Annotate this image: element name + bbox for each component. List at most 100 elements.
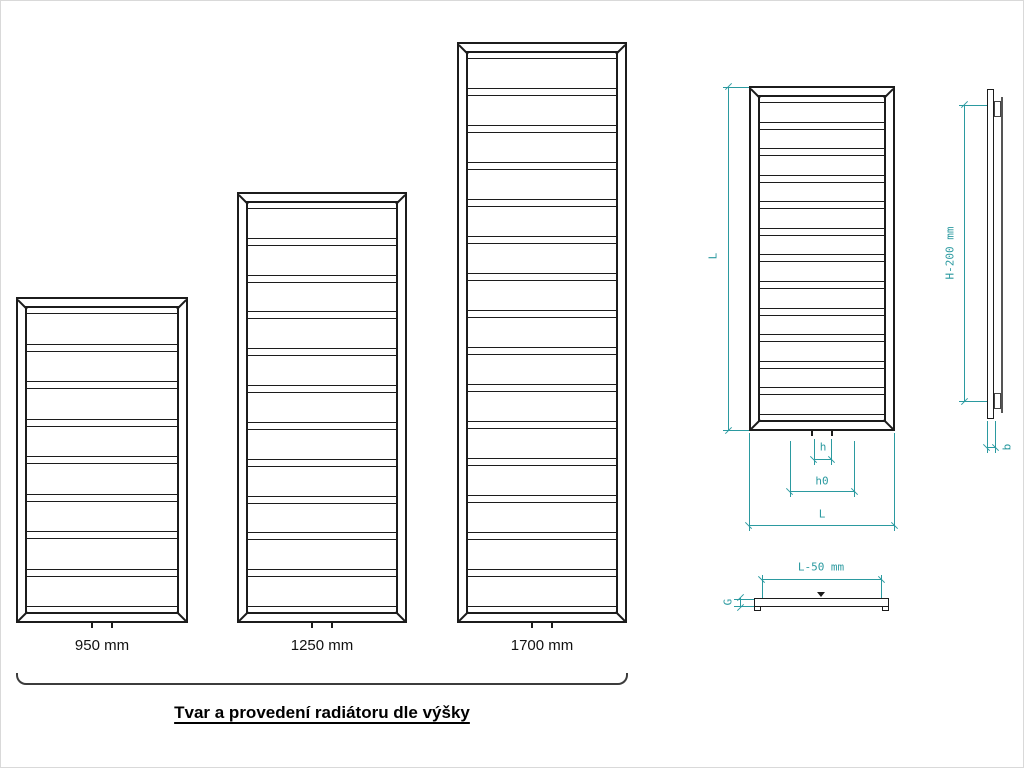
dimension-line-h [814,459,831,460]
radiator-slat [27,538,177,570]
radiator-slat [248,502,396,534]
top-view-center-mark [817,592,825,597]
radiator-inner-frame [246,201,398,614]
radiator-front-950 [16,297,188,628]
radiator-slat [468,354,616,385]
dimension-label-L50: L-50 mm [797,560,845,574]
radiator-slat [760,208,884,229]
corner-miter-line [176,610,187,621]
connection-stub [551,621,553,628]
radiator-slat [248,355,396,387]
radiator-slat [760,102,884,123]
corner-miter-line [615,44,626,55]
corner-miter-line [17,610,28,621]
extension-line [881,575,882,598]
radiator-front-dimension-view [749,86,895,436]
corner-miter-line [395,194,406,205]
dimension-label-h0: h0 [815,474,829,488]
radiator-slat [468,391,616,422]
radiator-slat [760,261,884,283]
dimension-line-height-L [728,87,729,430]
dimension-label-h: h [819,440,827,454]
top-view-end-cap-left [754,606,761,611]
diagram-title: Tvar a provedení radiátoru dle výšky [174,703,470,722]
connection-stub [91,621,93,628]
extension-line [959,105,987,106]
radiator-slat [248,465,396,497]
radiator-size-label-950: 950 mm [74,637,130,654]
radiator-slat [468,539,616,570]
radiator-slat [27,500,177,532]
corner-miter-line [458,610,469,621]
radiator-slat [248,539,396,571]
radiator-slat [760,314,884,336]
extension-line [995,421,996,453]
radiator-slat [248,208,396,239]
radiator-slat [760,341,884,362]
radiator-slat [760,181,884,203]
radiator-slat [760,234,884,256]
extension-line [790,441,791,497]
radiator-slat [27,575,177,607]
corner-miter-line [883,418,894,429]
dimension-label-H200: H-200 mm [943,226,957,280]
radiator-slat [248,392,396,423]
radiator-slat [468,243,616,274]
extension-line [762,575,763,598]
extension-line [734,606,754,607]
extension-line [831,439,832,465]
dimension-line-L50 [762,579,881,580]
radiator-slat [468,280,616,311]
connection-stub [831,429,833,436]
side-view-wall-rail [1001,97,1003,413]
dimension-label-height-L: L [706,252,720,260]
dimension-line-h0 [790,491,854,492]
radiator-slat [760,394,884,415]
radiator-slat [468,317,616,348]
radiator-slat [248,576,396,607]
side-view-bracket-bottom [994,393,1001,409]
dimension-line-width-L [749,525,894,526]
corner-miter-line [395,610,406,621]
extension-line [723,87,749,88]
side-view-panel [987,89,994,419]
dimension-label-b: b [1000,443,1014,451]
radiator-slat [468,206,616,237]
radiator-slat [760,155,884,176]
radiator-slat [468,95,616,126]
extension-line [734,599,754,600]
radiator-slat [468,132,616,163]
connection-stub [811,429,813,436]
radiator-slat [27,388,177,420]
radiator-slat [248,244,396,276]
radiator-slat [27,313,177,345]
extension-line [749,433,750,531]
extension-line [959,401,987,402]
extension-line [723,430,749,431]
radiator-slat [760,128,884,150]
radiator-slat [760,367,884,389]
connection-stub [311,621,313,628]
radiator-slat [248,428,396,460]
connection-stub [531,621,533,628]
corner-miter-line [238,610,249,621]
corner-miter-line [176,299,187,310]
radiator-slat [27,463,177,495]
extension-line [894,433,895,531]
radiator-slat [468,502,616,533]
radiator-size-label-1250: 1250 mm [290,637,354,654]
dimension-line-G [740,598,741,607]
connection-stub [331,621,333,628]
dimension-label-width-L: L [818,507,826,521]
radiator-slat [27,425,177,457]
corner-miter-line [750,418,761,429]
radiator-inner-frame [466,51,618,614]
radiator-slat [468,58,616,89]
radiator-front-1700 [457,42,627,628]
radiator-slat [27,350,177,382]
corner-miter-line [883,88,894,99]
radiator-size-label-1700: 1700 mm [510,637,574,654]
corner-miter-line [750,88,761,99]
corner-miter-line [238,194,249,205]
